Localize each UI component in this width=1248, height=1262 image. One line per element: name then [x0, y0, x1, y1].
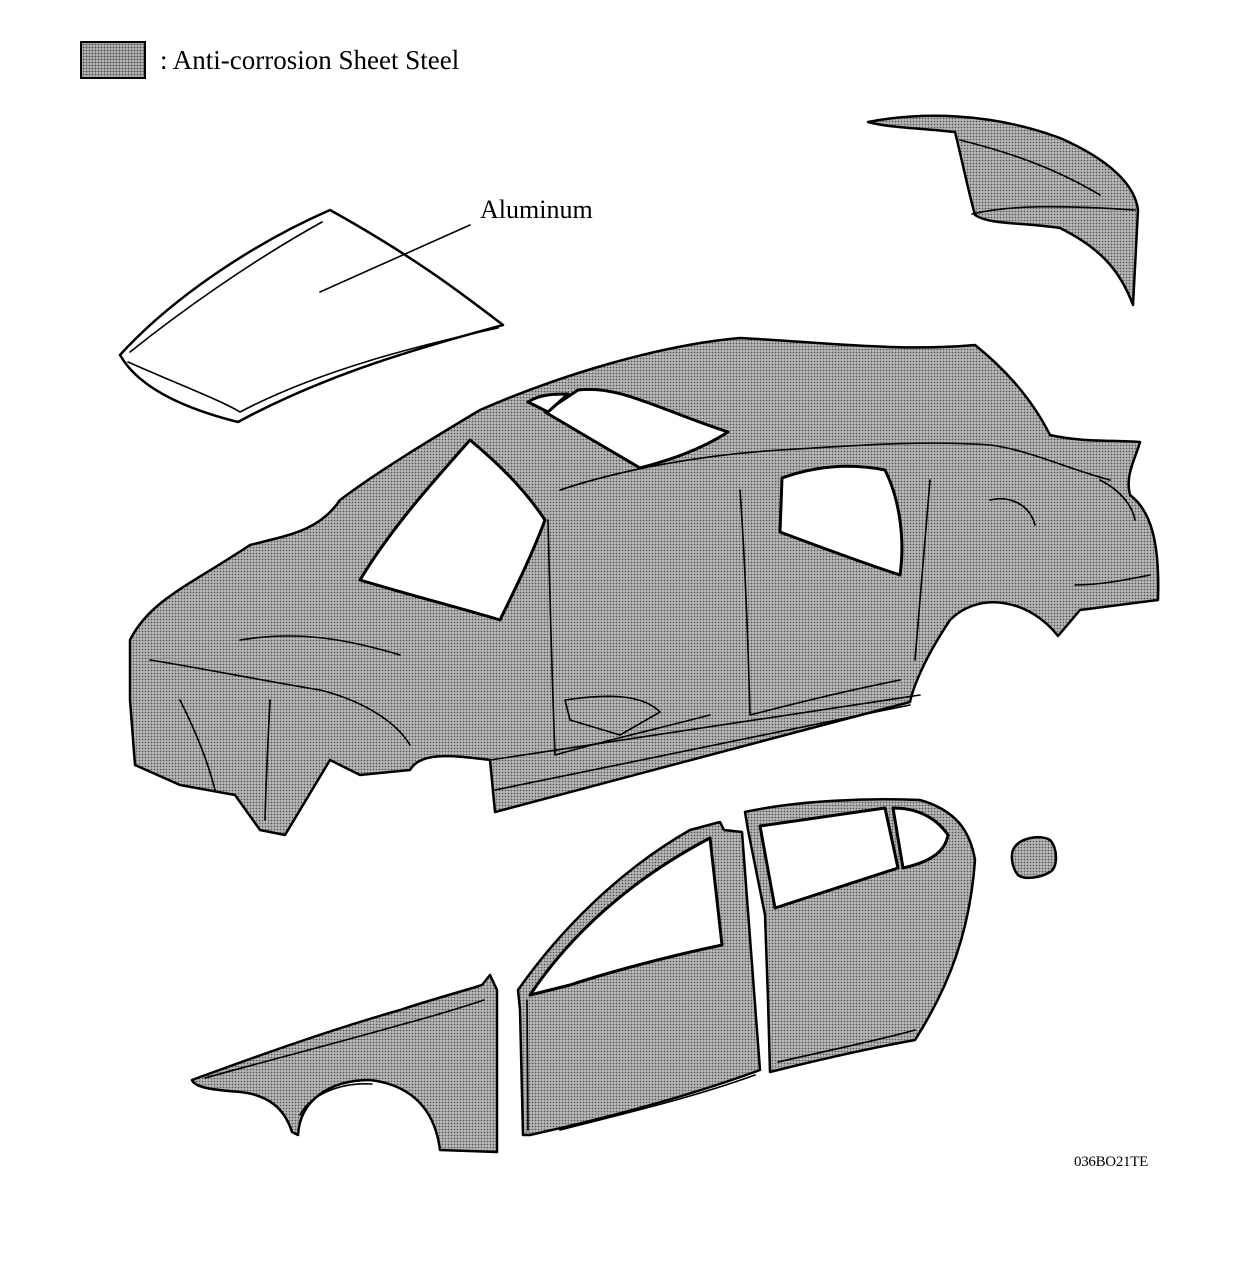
- front-fender-panel: [190, 973, 499, 1154]
- legend: : Anti-corrosion Sheet Steel: [80, 40, 459, 80]
- aluminum-leader-line: [319, 224, 471, 293]
- sunroof-opening: [543, 387, 730, 470]
- roof-gap-opening: [526, 392, 570, 414]
- fuel-lid-panel: [1010, 836, 1058, 880]
- figure-code-label: 036BO21TE: [1074, 1154, 1148, 1170]
- legend-label: : Anti-corrosion Sheet Steel: [160, 44, 460, 75]
- rear-door-panel: [743, 798, 977, 1074]
- rear-quarter-opening: [778, 464, 904, 577]
- rear-quarter-glass-opening: [891, 806, 950, 870]
- anti-corrosion-steel-swatch: [80, 41, 146, 79]
- front-door-window-opening: [528, 836, 724, 997]
- windshield-opening: [358, 438, 547, 622]
- rear-door-window-opening: [758, 806, 900, 910]
- hood-panel: [118, 208, 505, 424]
- trunk-lid-panel: [866, 114, 1140, 307]
- body-shell: [128, 336, 1160, 837]
- aluminum-callout-label: Aluminum: [480, 195, 593, 224]
- front-door-panel: [516, 820, 762, 1137]
